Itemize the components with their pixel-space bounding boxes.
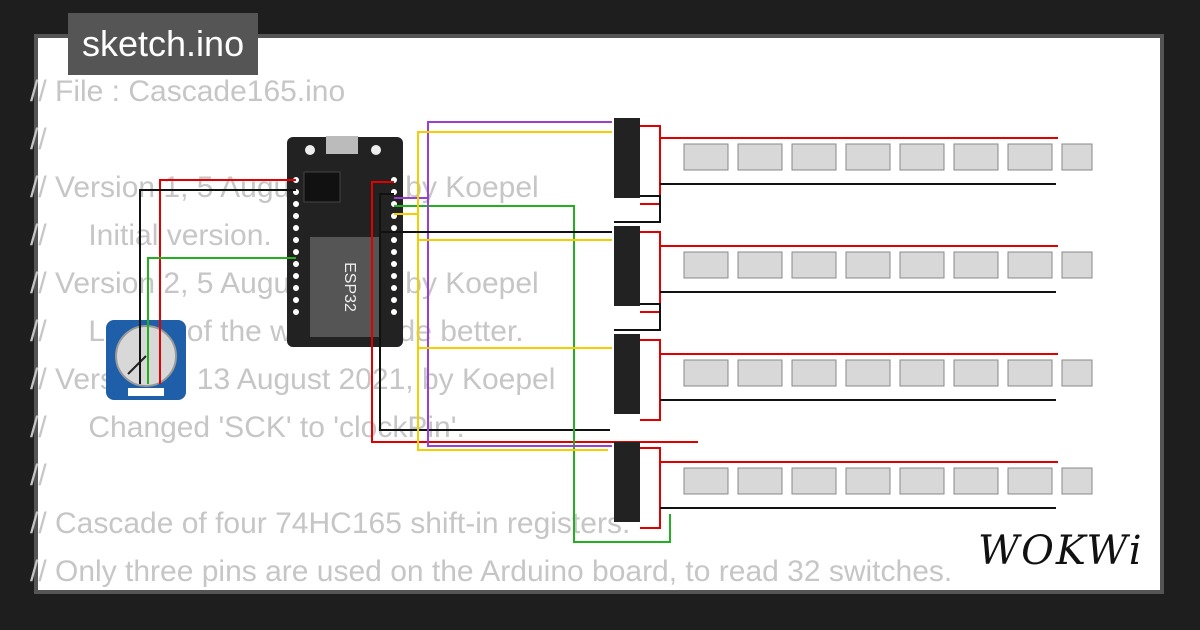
register-row-4: [614, 442, 1093, 529]
wokwi-logo: WOKWi: [978, 528, 1144, 574]
code-preview: // File : Cascade165.ino // // Version 1…: [30, 68, 952, 596]
board-label: ESP32: [341, 262, 358, 312]
code-line: // File : Cascade165.ino: [30, 75, 346, 108]
code-line: //: [30, 459, 47, 492]
code-line: // Cascade of four 74HC165 shift-in regi…: [30, 507, 631, 540]
wires: [139, 121, 698, 543]
code-line: // Version 3, 13 August 2021, by Koepel: [30, 363, 556, 396]
project-card: [34, 34, 1164, 594]
code-line: // Changed 'SCK' to 'clockPin'.: [30, 411, 465, 444]
file-tab[interactable]: sketch.ino: [68, 13, 259, 75]
code-line: //: [30, 123, 47, 156]
register-row-1: [614, 118, 1093, 223]
code-line: // Initial version.: [30, 219, 272, 252]
register-row-2: [614, 226, 1093, 331]
code-line: // Only three pins are used on the Ardui…: [30, 555, 953, 588]
register-row-3: [614, 334, 1093, 421]
potentiometer[interactable]: [106, 320, 186, 400]
esp32-board[interactable]: ESP32: [287, 136, 403, 347]
